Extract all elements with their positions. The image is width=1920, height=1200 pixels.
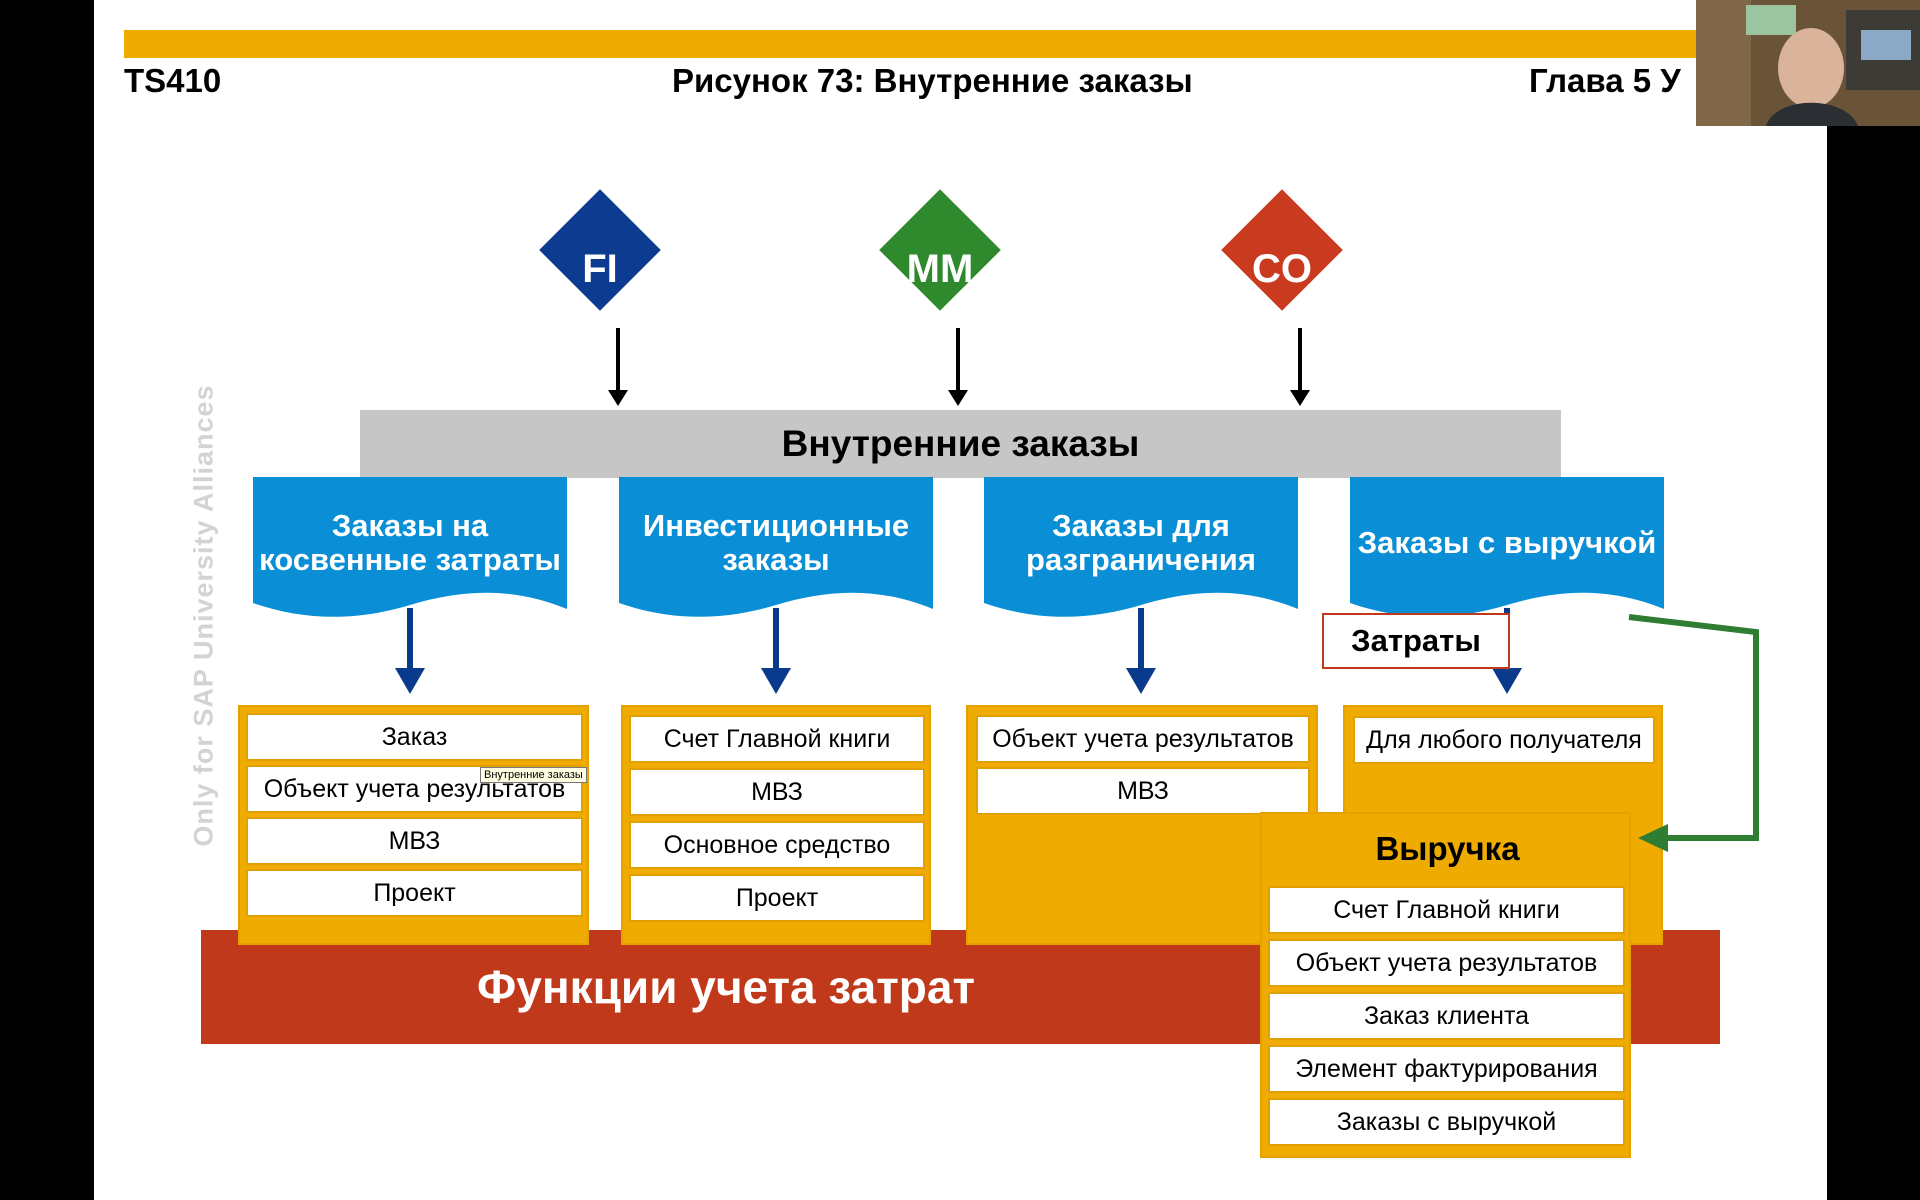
receiver-item: Счет Главной книги	[629, 715, 925, 763]
slide: TS410 Рисунок 73: Внутренние заказы Глав…	[94, 0, 1827, 1200]
fi-arrow	[616, 328, 620, 392]
internal-orders-banner: Внутренние заказы	[360, 410, 1561, 478]
receiver-item: Объект учета результатов	[246, 765, 583, 813]
course-code: TS410	[124, 62, 222, 99]
flag-investment-orders: Инвестиционные заказы	[619, 477, 933, 625]
receiver-item: Проект	[246, 869, 583, 917]
fi-diamond-label: FI	[582, 247, 618, 291]
revenue-item: Заказ клиента	[1268, 992, 1625, 1040]
revenue-item: Счет Главной книги	[1268, 886, 1625, 934]
co-diamond-label: CO	[1252, 247, 1312, 291]
receiver-item: МВЗ	[976, 767, 1310, 815]
webcam-overlay	[1696, 0, 1920, 126]
co-arrow	[1298, 328, 1302, 392]
flag-label: Инвестиционные заказы	[642, 508, 910, 577]
receiver-box-investment: Счет Главной книги МВЗ Основное средство…	[621, 705, 931, 945]
receiver-item: Заказ	[246, 713, 583, 761]
receiver-item: Проект	[629, 874, 925, 922]
blue-arrow-head-2	[761, 668, 791, 694]
blue-arrow-head-3	[1126, 668, 1156, 694]
costs-label: Затраты	[1322, 613, 1510, 669]
flag-label: Заказы с выручкой	[1357, 525, 1657, 560]
figure-title: Рисунок 73: Внутренние заказы	[672, 62, 1193, 99]
flag-label: Заказы для разграничения	[1026, 508, 1256, 577]
flag-overhead-orders: Заказы на косвенные затраты	[253, 477, 567, 625]
revenue-item: Объект учета результатов	[1268, 939, 1625, 987]
flag-shape	[619, 477, 933, 617]
blue-arrow-head-1	[395, 668, 425, 694]
revenue-box: Выручка Счет Главной книги Объект учета …	[1260, 812, 1631, 1158]
mm-arrow-head	[948, 390, 968, 406]
watermark-left: Only for SAP University Alliances	[188, 384, 219, 847]
receiver-box-accrual: Объект учета результатов МВЗ	[966, 705, 1318, 945]
mm-arrow	[956, 328, 960, 392]
receiver-item: МВЗ	[629, 768, 925, 816]
flag-shape	[984, 477, 1298, 617]
co-arrow-head	[1290, 390, 1310, 406]
hover-tooltip: Внутренние заказы	[480, 767, 587, 783]
revenue-item: Элемент фактурирования	[1268, 1045, 1625, 1093]
blue-arrow-2	[773, 608, 779, 670]
webcam-feed-image	[1696, 0, 1920, 126]
chapter-label: Глава 5 У	[1529, 62, 1681, 99]
header-accent-bar	[124, 30, 1744, 58]
flag-label: Заказы на косвенные затраты	[259, 508, 561, 577]
blue-arrow-3	[1138, 608, 1144, 670]
receiver-item: Объект учета результатов	[976, 715, 1310, 763]
receiver-box-overhead: Заказ Объект учета результатов МВЗ Проек…	[238, 705, 589, 945]
revenue-title: Выручка	[1375, 830, 1520, 867]
flag-revenue-orders: Заказы с выручкой	[1350, 477, 1664, 625]
receiver-item: Основное средство	[629, 821, 925, 869]
blue-arrow-1	[407, 608, 413, 670]
receiver-item: Для любого получателя	[1353, 716, 1655, 764]
receiver-item: МВЗ	[246, 817, 583, 865]
blue-arrow-head-4	[1492, 668, 1522, 694]
fi-arrow-head	[608, 390, 628, 406]
revenue-green-arrow	[1628, 614, 1759, 852]
cost-functions-label: Функции учета затрат	[476, 961, 975, 1013]
flag-shape	[253, 477, 567, 617]
revenue-item: Заказы с выручкой	[1268, 1098, 1625, 1146]
flag-shape	[1350, 477, 1664, 617]
flag-accrual-orders: Заказы для разграничения	[984, 477, 1298, 625]
mm-diamond-label: MM	[906, 247, 974, 291]
